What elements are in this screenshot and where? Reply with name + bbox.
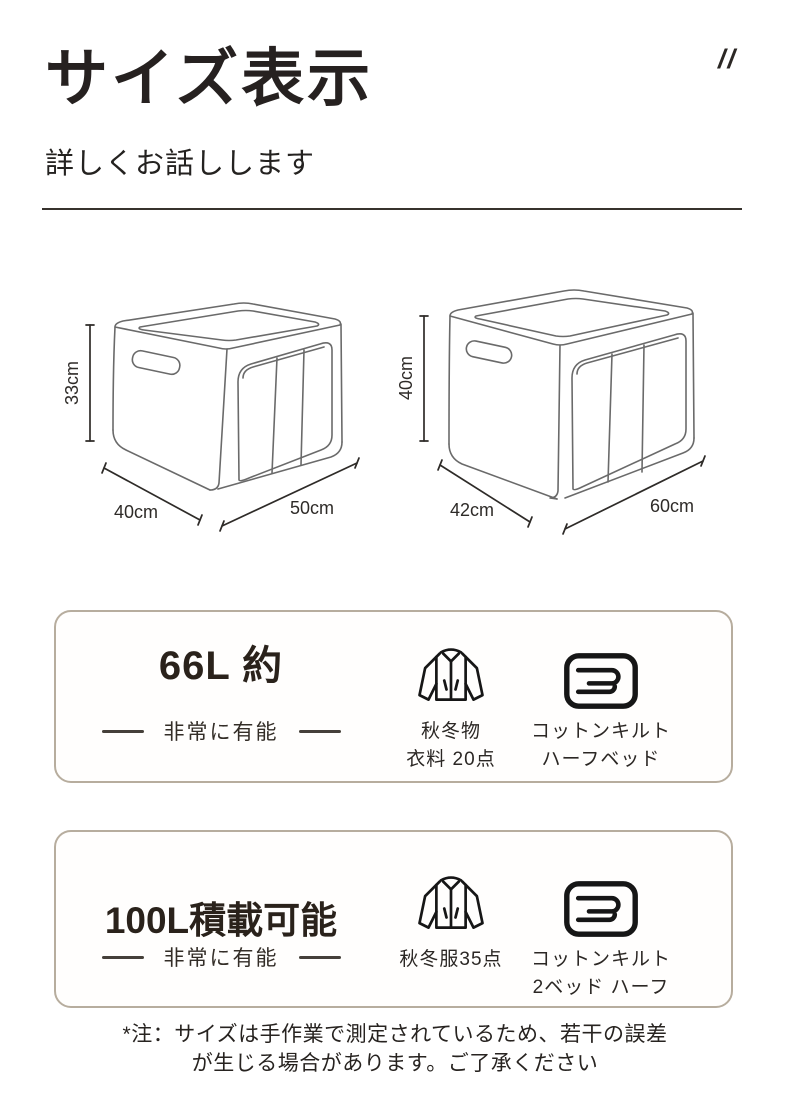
tagline-dash-left: [101, 729, 144, 733]
disclaimer-line1: *注：サイズは手作業で測定されているため、若干の誤差: [122, 1023, 668, 1046]
tagline-dash-right: [298, 955, 341, 959]
height-dimension-label: 40cm: [396, 356, 416, 400]
quilt-capacity-item: コットンキルト ハーフベッド: [511, 630, 691, 774]
capacity-tagline: 非常に有能: [163, 947, 279, 970]
item-label: 秋冬物 衣料 20点: [406, 718, 495, 774]
decorative-slashes: //: [718, 44, 738, 74]
dimension-lines: [419, 315, 706, 535]
capacity-summary: 66L 約 非常に有能: [56, 612, 386, 781]
tagline-dash-left: [101, 955, 144, 959]
item-label-line2: ハーフベッド: [541, 749, 661, 770]
clothing-capacity-item: 秋冬服35点: [361, 858, 541, 974]
quilt-icon: [562, 630, 640, 716]
capacity-headline: 66L 約: [158, 644, 284, 688]
capacity-summary: 100L積載可能 非常に有能: [56, 832, 386, 1006]
jacket-icon: [415, 858, 487, 944]
item-label-line1: コットンキルト: [530, 721, 671, 742]
box-line-art: [448, 289, 695, 500]
width-dimension-label: 60cm: [650, 496, 694, 516]
divider-line: [42, 208, 742, 210]
tagline-dash-right: [298, 729, 341, 733]
clothing-capacity-item: 秋冬物 衣料 20点: [361, 630, 541, 774]
quilt-icon: [562, 858, 640, 944]
width-dimension-label: 50cm: [290, 498, 334, 518]
item-label: 秋冬服35点: [399, 946, 502, 974]
item-label-line2: 2ベッド ハーフ: [532, 977, 670, 998]
item-label-line1: コットンキルト: [530, 949, 671, 970]
tagline-row: 非常に有能: [56, 716, 386, 746]
page-subtitle: 詳しくお話しします: [45, 148, 316, 180]
capacity-headline: 100L積載可能: [104, 900, 338, 941]
depth-dimension-label: 40cm: [114, 502, 158, 522]
storage-box-small-diagram: 33cm 40cm 50cm: [62, 302, 360, 532]
capacity-card-100l: 100L積載可能 非常に有能: [54, 830, 733, 1008]
page-title: サイズ表示: [45, 44, 374, 114]
item-label: コットンキルト ハーフベッド: [531, 718, 671, 774]
item-label-line2: 衣料 20点: [406, 749, 496, 770]
storage-box-large-diagram: 40cm 42cm 60cm: [396, 289, 706, 535]
tagline-row: 非常に有能: [56, 942, 386, 972]
capacity-tagline: 非常に有能: [163, 721, 279, 744]
item-label: コットンキルト 2ベッド ハーフ: [531, 946, 671, 1002]
item-label-line1: 秋冬服35点: [399, 949, 503, 970]
box-line-art: [112, 302, 343, 491]
measurement-disclaimer: *注：サイズは手作業で測定されているため、若干の誤差 が生じる場合があります。ご…: [0, 1021, 790, 1079]
item-label-line1: 秋冬物: [420, 721, 481, 742]
jacket-icon: [415, 630, 487, 716]
dimension-lines: [85, 324, 360, 532]
depth-dimension-label: 42cm: [450, 500, 494, 520]
disclaimer-line2: が生じる場合があります。ご了承ください: [191, 1051, 599, 1075]
capacity-card-66l: 66L 約 非常に有能 秋冬物: [54, 610, 733, 783]
quilt-capacity-item: コットンキルト 2ベッド ハーフ: [511, 858, 691, 1002]
height-dimension-label: 33cm: [62, 361, 82, 405]
